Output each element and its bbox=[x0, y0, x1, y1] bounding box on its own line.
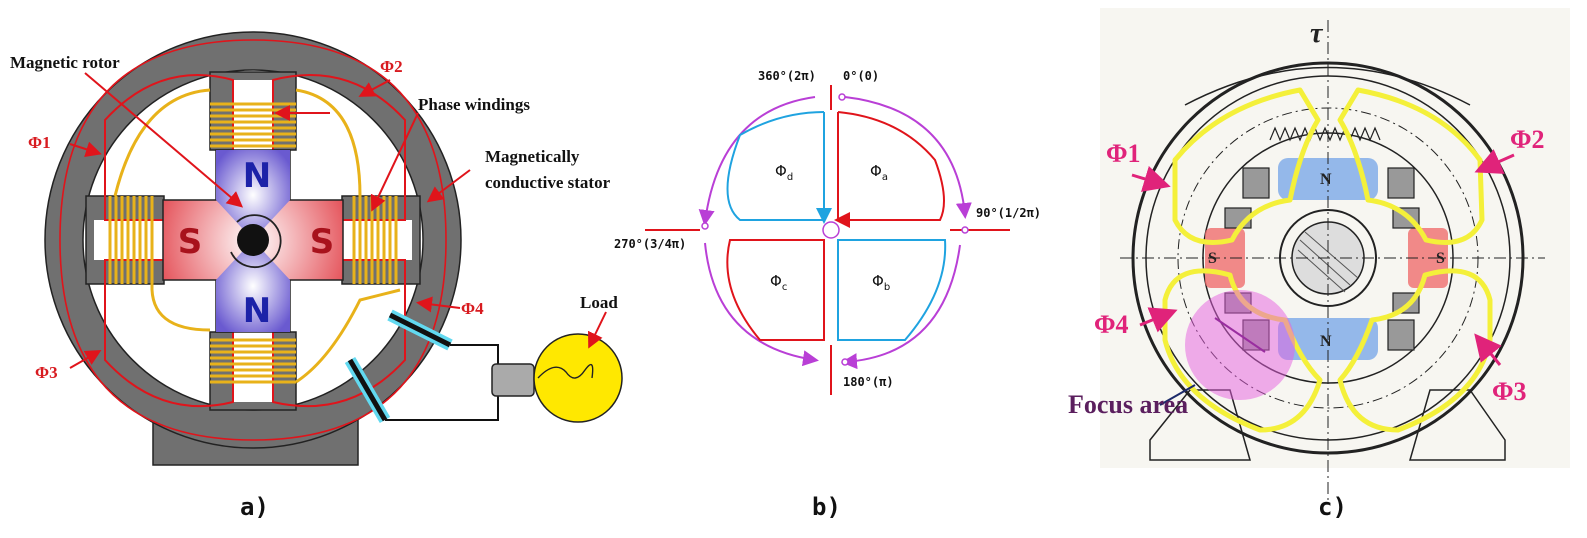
caption-b: b) bbox=[812, 493, 841, 521]
winding-wires bbox=[113, 88, 401, 384]
label-phi3-a: Φ3 bbox=[35, 363, 58, 382]
load-bulb bbox=[533, 333, 623, 423]
panel-b: Φd Φa Φc Φb 360°(2π) 0°(0) 90°(1/2π) 270… bbox=[614, 69, 1041, 521]
phi-a-sub: a bbox=[882, 172, 888, 183]
label-phi4-a: Φ4 bbox=[461, 299, 484, 318]
label-load: Load bbox=[580, 293, 618, 312]
svg-text:Φb: Φb bbox=[872, 272, 890, 293]
label-stator-1: Magnetically bbox=[485, 147, 580, 166]
c-pole-n-bottom: N bbox=[1320, 333, 1332, 350]
label-phi4-c: Φ4 bbox=[1094, 310, 1129, 339]
panel-c: Φ1 Φ2 Φ3 Φ4 N N S S τ Focus area c) bbox=[1068, 8, 1570, 521]
label-magnetic-rotor: Magnetic rotor bbox=[10, 53, 120, 72]
phi-c-sym: Φ bbox=[770, 272, 782, 290]
angle-0: 0°(0) bbox=[843, 69, 879, 83]
svg-text:Φa: Φa bbox=[870, 162, 888, 183]
pole-s-right: S bbox=[310, 222, 335, 262]
c-pole-s-right: S bbox=[1436, 250, 1445, 267]
label-phi1-c: Φ1 bbox=[1106, 139, 1141, 168]
angle-180: 180°(π) bbox=[843, 375, 894, 389]
label-stator-2: conductive stator bbox=[485, 173, 611, 192]
angle-270: 270°(3/4π) bbox=[614, 237, 686, 251]
label-phase-windings: Phase windings bbox=[418, 95, 530, 114]
label-phi2-a: Φ2 bbox=[380, 57, 403, 76]
label-tau: τ bbox=[1310, 18, 1324, 49]
caption-a: a) bbox=[240, 493, 269, 521]
angle-360: 360°(2π) bbox=[758, 69, 816, 83]
svg-text:Φd: Φd bbox=[775, 162, 793, 183]
pole-n-top: N bbox=[243, 156, 271, 196]
phi-b-sub: b bbox=[884, 282, 890, 293]
label-phi2-c: Φ2 bbox=[1510, 125, 1545, 154]
pole-s-left: S bbox=[178, 222, 203, 262]
label-phi3-c: Φ3 bbox=[1492, 377, 1527, 406]
phi-d-sym: Φ bbox=[775, 162, 787, 180]
panel-a: N N S S bbox=[10, 31, 623, 521]
pole-n-bottom: N bbox=[243, 291, 271, 331]
focus-area bbox=[1185, 290, 1295, 400]
load-circuit bbox=[344, 309, 623, 424]
phase-windings bbox=[108, 102, 398, 384]
phi-c-sub: c bbox=[782, 282, 788, 293]
phi-d-sub: d bbox=[787, 172, 793, 183]
c-pole-s-left: S bbox=[1208, 250, 1217, 267]
flux-paths bbox=[59, 39, 447, 441]
svg-text:Φc: Φc bbox=[770, 272, 787, 293]
c-pole-n-top: N bbox=[1320, 171, 1332, 188]
label-focus-area: Focus area bbox=[1068, 390, 1188, 419]
rotor bbox=[162, 149, 344, 333]
phi-a-sym: Φ bbox=[870, 162, 882, 180]
phi-b-sym: Φ bbox=[872, 272, 884, 290]
caption-c: c) bbox=[1318, 493, 1347, 521]
label-phi1-a: Φ1 bbox=[28, 133, 51, 152]
angle-90: 90°(1/2π) bbox=[976, 206, 1041, 220]
